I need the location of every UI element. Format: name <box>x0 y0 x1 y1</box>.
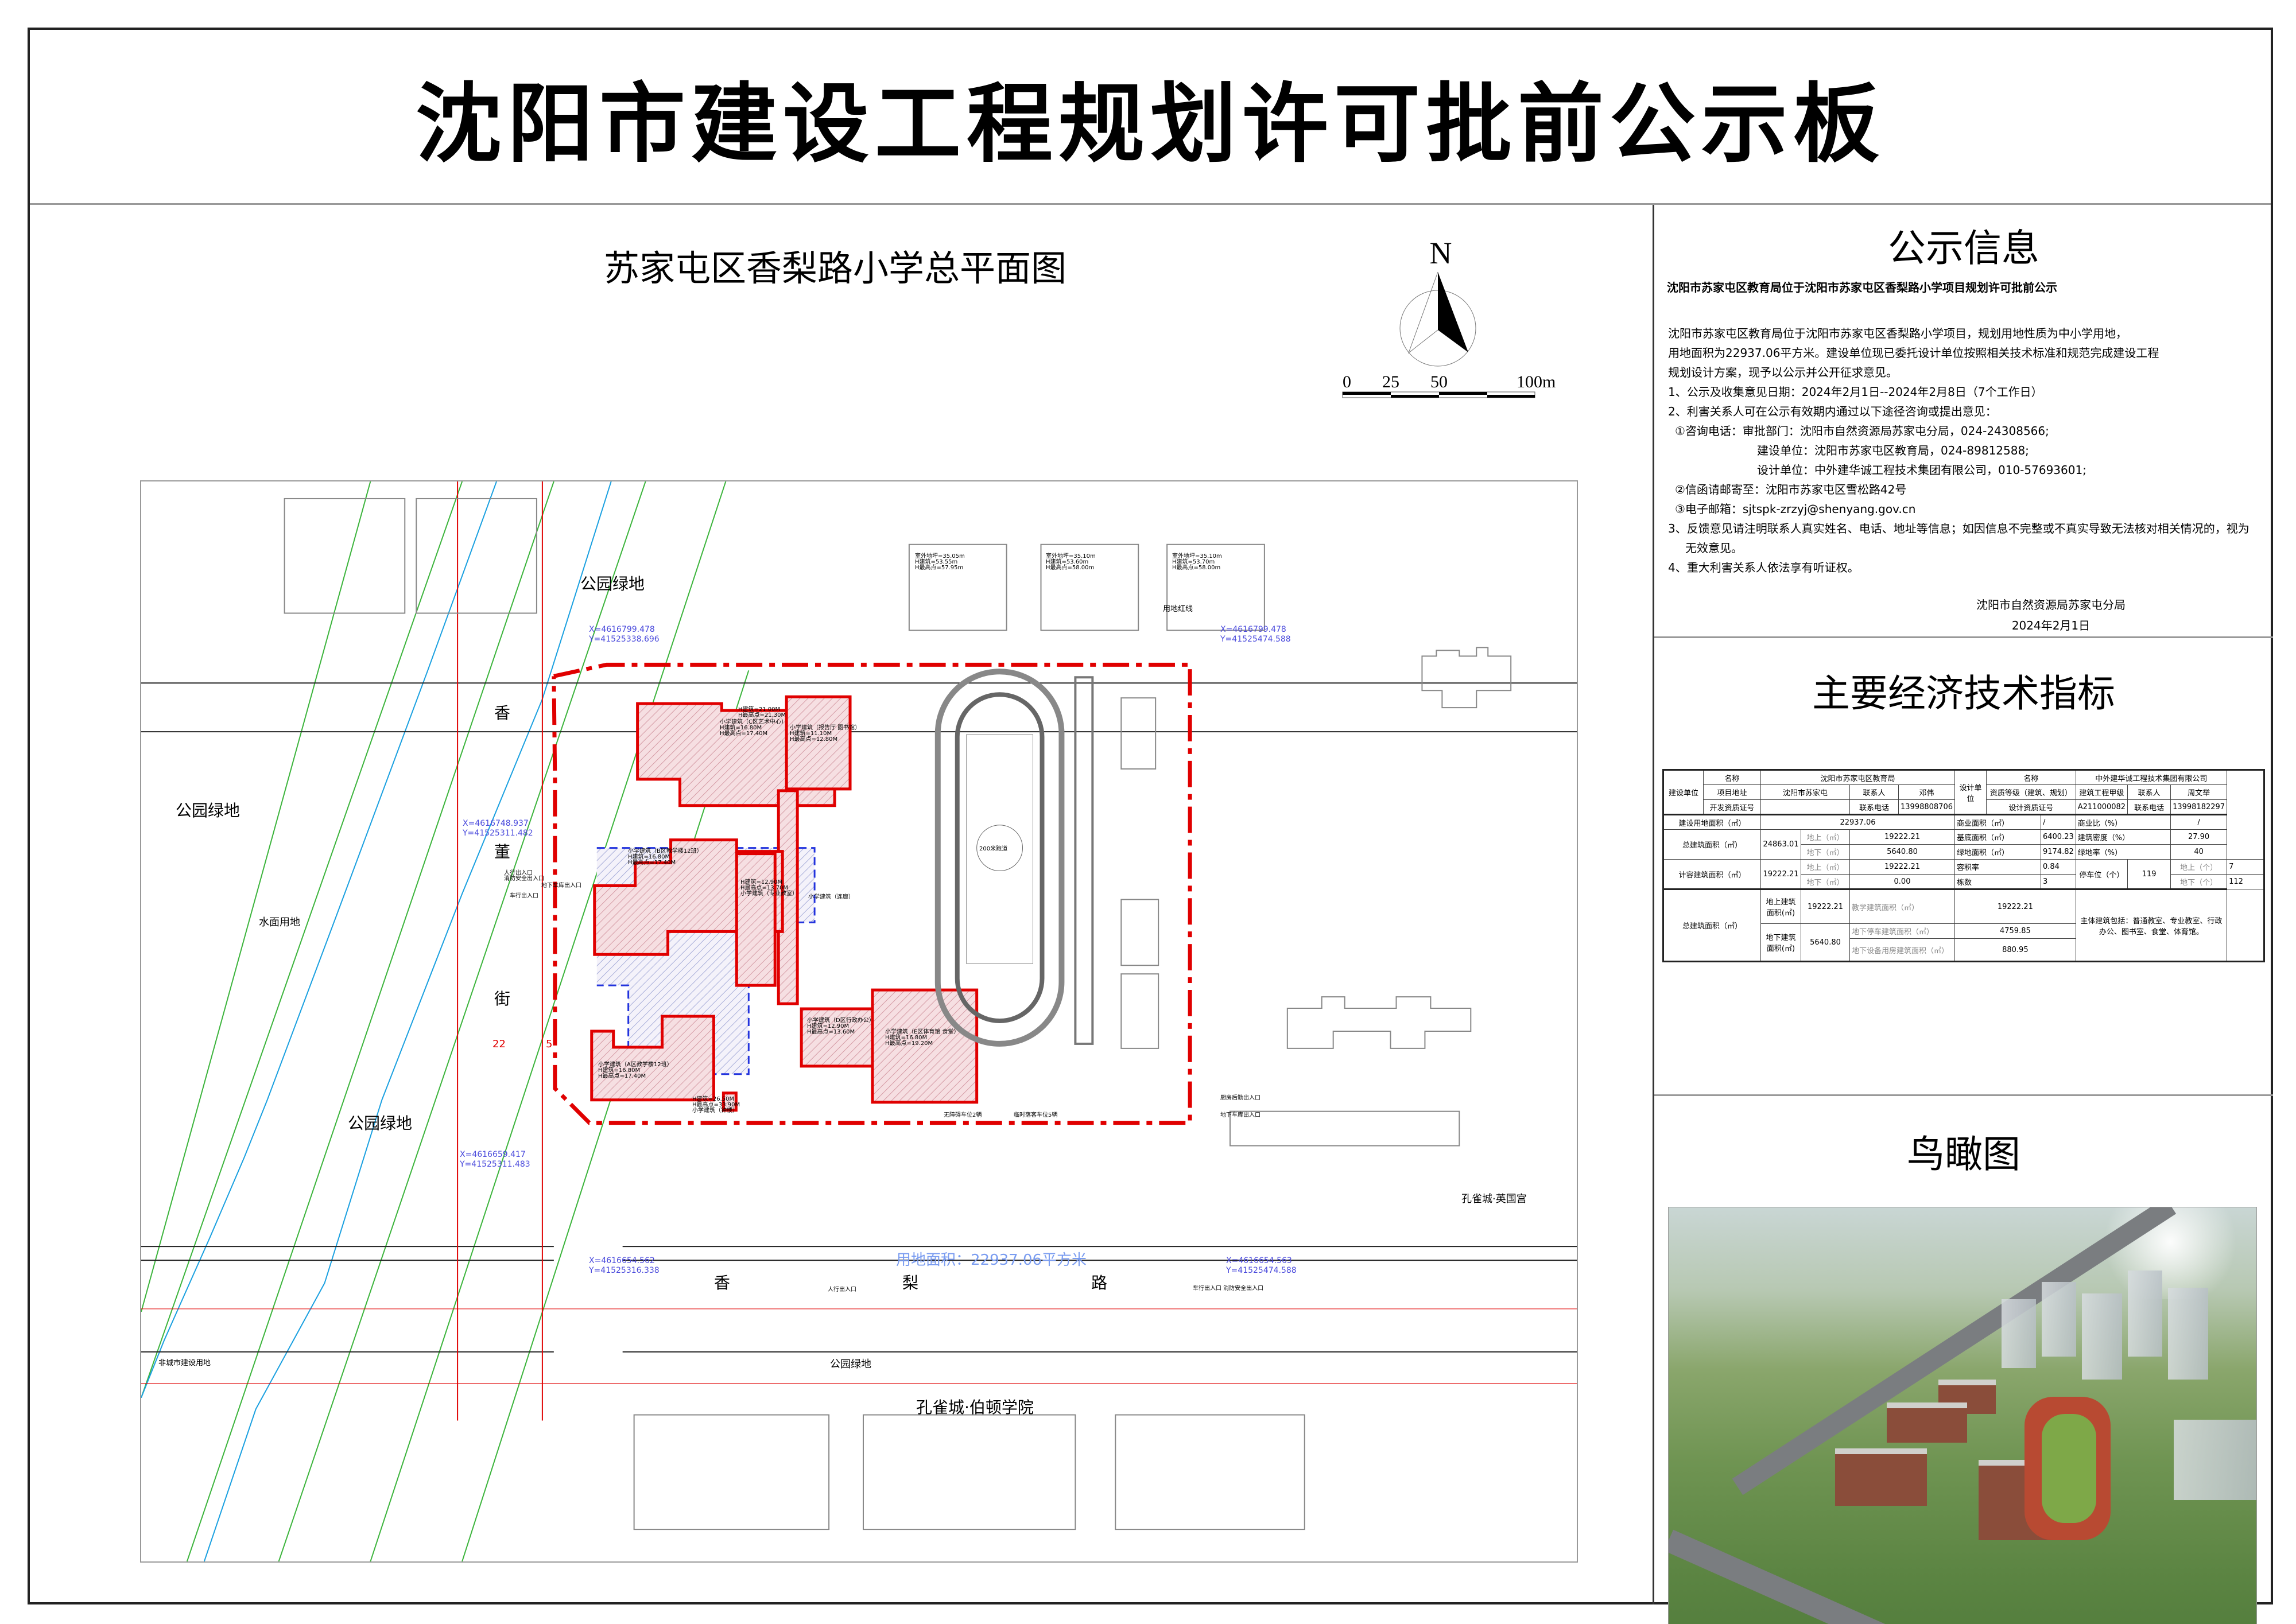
neighbor-southwest: 非城市建设用地 <box>158 1359 211 1367</box>
road-char-li: 梨 <box>902 1273 919 1292</box>
building-c-label: 小学建筑（C区艺术中心） H建筑=16.80M H最高点=17.40M <box>720 719 787 737</box>
park-label-west: 公园绿地 <box>176 801 241 820</box>
board-title: 沈阳市建设工程规划许可批前公示板 <box>30 30 2271 205</box>
road-char-xiang: 香 <box>714 1273 731 1292</box>
vehicle-entrance-south: 车行出入口 消防安全出入口 <box>1193 1285 1264 1292</box>
water-label: 水面用地 <box>259 916 300 928</box>
indicators-title: 主要经济技术指标 <box>1812 671 2115 716</box>
indicators-section: 主要经济技术指标 建设单位 名称 沈阳市苏家屯区教育局 设计单位 名称 中外建华… <box>1654 640 2273 1096</box>
park-label-south: 公园绿地 <box>830 1358 871 1370</box>
road-char-dong: 董 <box>494 842 511 861</box>
svg-text:100m: 100m <box>1517 372 1556 391</box>
building-e-label: 小学建筑（E区体育馆 食堂） H建筑=16.80M H最高点=19.20M <box>885 1029 960 1047</box>
accessible-parking-label: 无障碍车位2辆 <box>944 1112 982 1118</box>
park-label-north: 公园绿地 <box>580 574 645 593</box>
building-corridor-label: 小学建筑（连廊） <box>808 894 854 900</box>
building-b-label: 小学建筑（B区教学楼12班） H建筑=16.80M H最高点=17.40M <box>628 848 703 866</box>
notice-subhead: 沈阳市苏家屯区教育局位于沈阳市苏家屯区香梨路小学项目规划许可批前公示 <box>1667 281 2057 294</box>
aerial-title: 鸟瞰图 <box>1907 1132 2020 1176</box>
svg-text:25: 25 <box>1382 372 1399 391</box>
track-label: 200米跑道 <box>979 846 1008 852</box>
building-a-label: 小学建筑（A区教学楼12班） H建筑=16.80M H最高点=17.40M <box>598 1062 673 1079</box>
dim-road-width: 22 <box>492 1038 506 1050</box>
notice-body: 沈阳市苏家屯区教育局位于沈阳市苏家屯区香梨路小学项目，规划用地性质为中小学用地，… <box>1668 324 2262 636</box>
site-plan-panel: 苏家屯区香梨路小学总平面图 N 0 25 50 100m <box>30 205 1654 1604</box>
north-arrow-and-scale: N 0 25 50 100m <box>1327 222 1580 406</box>
pedestrian-entrance-south: 人行出入口 <box>828 1287 856 1293</box>
residential-17: 室外地坪=35.10m H建筑=53.60m H最高点=58.00m <box>1046 553 1096 571</box>
building-corridor-height: H建筑=21.00M H最高点=21.30M <box>738 706 786 718</box>
aerial-rendering-image <box>1668 1207 2257 1624</box>
road-char-lu: 路 <box>1091 1273 1108 1292</box>
garage-entrance-east: 地下车库出入口 <box>1220 1112 1261 1118</box>
dim-setback: 5 <box>546 1038 553 1050</box>
building-special-label: H建筑=12.90M H最高点=13.70M 小学建筑（专业教室） <box>740 879 798 897</box>
dropoff-parking-label: 临时落客车位5辆 <box>1014 1112 1058 1118</box>
neighbor-south: 孔雀城·伯顿学院 <box>916 1398 1034 1417</box>
svg-text:N: N <box>1430 236 1452 270</box>
indicators-table: 建设单位 名称 沈阳市苏家屯区教育局 设计单位 名称 中外建华诚工程技术集团有限… <box>1662 769 2265 962</box>
building-d-label: 小学建筑（D区行政办公） H建筑=12.90M H最高点=13.60M <box>807 1017 875 1035</box>
email-link[interactable]: ③电子邮箱：sjtspk-zrzyj@shenyang.gov.cn <box>1675 502 1916 516</box>
garage-entrance-west: 地下车库出入口 <box>541 883 581 889</box>
building-library-label: 小学建筑（报告厅 图书馆） H建筑=11.10M H最高点=12.80M <box>790 725 861 743</box>
info-panel: 公示信息 沈阳市苏家屯区教育局位于沈阳市苏家屯区香梨路小学项目规划许可批前公示 … <box>1654 205 2273 1624</box>
svg-text:50: 50 <box>1430 372 1448 391</box>
site-plan-linework <box>141 481 1577 1561</box>
notice-board: 沈阳市建设工程规划许可批前公示板 苏家屯区香梨路小学总平面图 N 0 25 50… <box>28 28 2273 1624</box>
neighbor-east: 孔雀城·英国宫 <box>1461 1193 1527 1205</box>
site-area-label: 用地面积：22937.06平方米 <box>896 1252 1087 1269</box>
park-label-southwest: 公园绿地 <box>348 1114 413 1133</box>
notice-section: 公示信息 沈阳市苏家屯区教育局位于沈阳市苏家屯区香梨路小学项目规划许可批前公示 … <box>1654 205 2273 638</box>
notice-signature: 沈阳市自然资源局苏家屯分局 2024年2月1日 <box>1976 598 2126 632</box>
residential-18: 室外地坪=35.10m H建筑=53.70m H最高点=58.00m <box>1172 553 1222 571</box>
building-clocktower-label: H建筑=26.50M H最高点=33.90M 小学建筑（钟楼） <box>692 1096 740 1114</box>
aerial-section: 鸟瞰图 <box>1654 1098 2273 1624</box>
road-char-jie: 街 <box>494 989 511 1008</box>
site-plan-title: 苏家屯区香梨路小学总平面图 <box>604 247 1067 289</box>
kitchen-entrance: 厨房后勤出入口 <box>1220 1095 1261 1101</box>
compass-icon: N 0 25 50 100m <box>1342 236 1556 398</box>
vehicle-entrance-west: 车行出入口 <box>510 893 538 899</box>
redline-label: 用地红线 <box>1163 605 1193 613</box>
road-char-xiang-north: 香 <box>494 704 511 722</box>
site-plan-drawing: 公园绿地 公园绿地 公园绿地 公园绿地 水面用地 用地红线 香 董 街 香 梨 … <box>140 480 1578 1563</box>
residential-16: 室外地坪=35.05m H建筑=53.55m H最高点=57.95m <box>915 553 965 571</box>
pedestrian-entrance-west: 人行出入口 消防安全出入口 <box>504 870 544 882</box>
svg-text:0: 0 <box>1343 372 1351 391</box>
notice-title: 公示信息 <box>1888 226 2039 270</box>
